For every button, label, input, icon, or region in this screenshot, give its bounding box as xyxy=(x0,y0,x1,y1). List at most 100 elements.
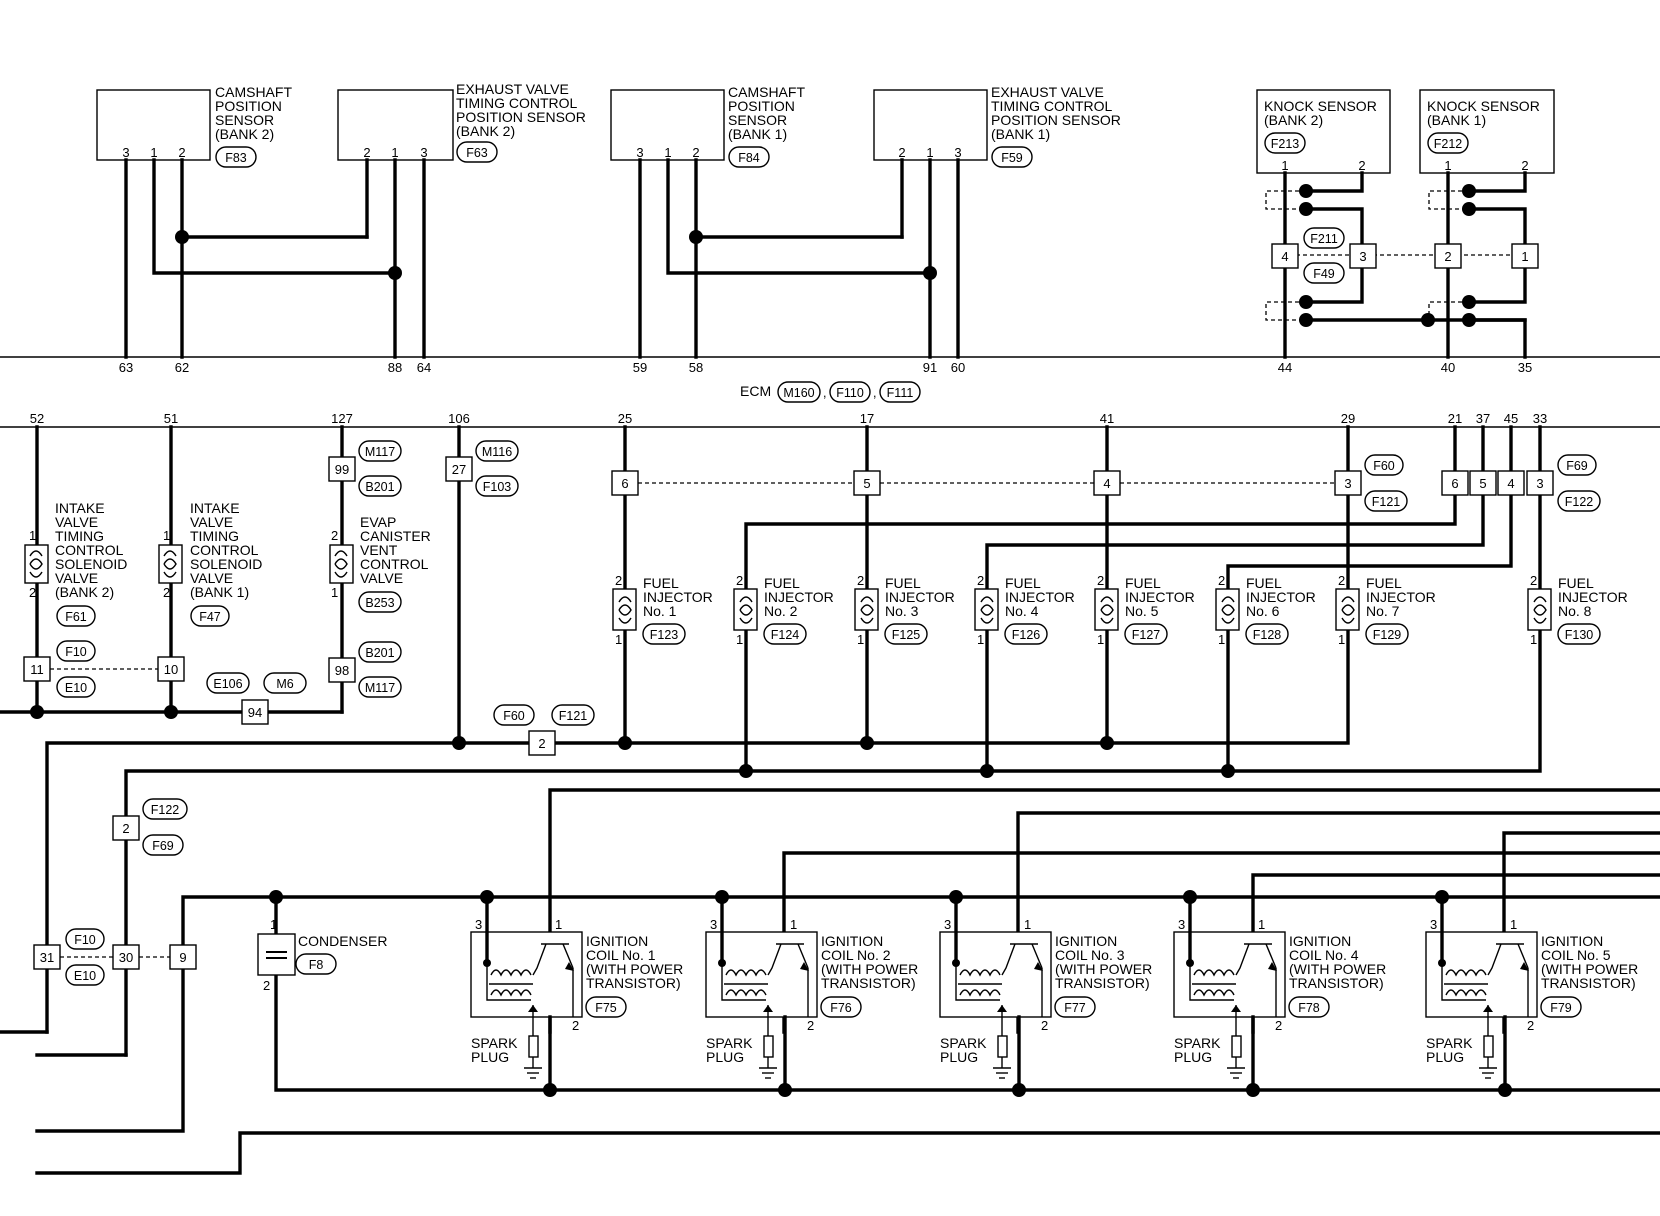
svg-text:F121: F121 xyxy=(1372,495,1401,509)
svg-text:F121: F121 xyxy=(559,709,588,723)
svg-text:CONTROL: CONTROL xyxy=(190,542,259,558)
evap-canister-vent-valve: 2 1 EVAP CANISTER VENT CONTROL VALVE B25… xyxy=(329,514,431,613)
svg-text:SENSOR: SENSOR xyxy=(215,112,274,128)
spark-plug-label: SPARK xyxy=(940,1035,987,1051)
transistor-arrow-icon xyxy=(1034,962,1043,971)
svg-text:58: 58 xyxy=(689,360,703,375)
coil-connector-badge xyxy=(1540,996,1582,1018)
coil-connector-label: F79 xyxy=(1550,1001,1572,1015)
coil-connector-badge xyxy=(585,996,627,1018)
svg-text:F8: F8 xyxy=(309,958,324,972)
injector-label-line: INJECTOR xyxy=(1005,589,1075,605)
svg-text:F84: F84 xyxy=(738,151,760,165)
svg-text:9: 9 xyxy=(179,950,186,965)
coil-label-line: (WITH POWER xyxy=(1541,961,1638,977)
primary-winding-icon xyxy=(490,969,532,977)
injector-coil-icon xyxy=(1221,596,1235,624)
injector-label-line: No. 4 xyxy=(1005,603,1039,619)
transistor-emitter xyxy=(1265,943,1277,969)
coil-junction-dot xyxy=(1183,890,1197,904)
svg-text:CONDENSER: CONDENSER xyxy=(298,933,387,949)
spark-plug-label: PLUG xyxy=(940,1049,978,1065)
svg-text:TIMING: TIMING xyxy=(55,528,104,544)
injector-label-line: FUEL xyxy=(643,575,679,591)
injector-label-line: INJECTOR xyxy=(1246,589,1316,605)
svg-text:1: 1 xyxy=(664,145,671,160)
camshaft-position-sensor-bank2: CAMSHAFT POSITION SENSOR (BANK 2) F83 3 … xyxy=(96,84,292,168)
coil-connector-label: F77 xyxy=(1064,1001,1086,1015)
svg-text:M6: M6 xyxy=(276,677,293,691)
injector-connector-label: F125 xyxy=(892,628,921,642)
injector-connector-label: F129 xyxy=(1373,628,1402,642)
spark-plug-icon xyxy=(763,1035,774,1058)
coil-label-line: TRANSISTOR) xyxy=(821,975,916,991)
svg-text:ECM: ECM xyxy=(740,383,771,399)
svg-text:1: 1 xyxy=(391,145,398,160)
secondary-winding-icon xyxy=(959,989,1001,997)
svg-text:59: 59 xyxy=(633,360,647,375)
svg-text:F69: F69 xyxy=(152,839,174,853)
coil-connector-badge xyxy=(1288,996,1330,1018)
svg-text:4: 4 xyxy=(1507,476,1514,491)
svg-text:5: 5 xyxy=(863,476,870,491)
svg-text:3: 3 xyxy=(122,145,129,160)
svg-text:B201: B201 xyxy=(365,646,394,660)
coil-label-line: IGNITION xyxy=(1055,933,1117,949)
svg-text:2: 2 xyxy=(1444,249,1451,264)
svg-text:SOLENOID: SOLENOID xyxy=(55,556,127,572)
svg-text:F61: F61 xyxy=(65,610,87,624)
coil-pin-3: 3 xyxy=(710,917,717,932)
svg-text:91: 91 xyxy=(923,360,937,375)
spark-plug-label: SPARK xyxy=(1174,1035,1221,1051)
svg-text:F211: F211 xyxy=(1310,232,1338,246)
svg-text:F83: F83 xyxy=(225,151,247,165)
injector-connector-label: F124 xyxy=(771,628,800,642)
svg-text:5: 5 xyxy=(1479,476,1486,491)
coil-label-line: (WITH POWER xyxy=(586,961,683,977)
svg-text:6: 6 xyxy=(1451,476,1458,491)
injector-label-line: No. 2 xyxy=(764,603,798,619)
svg-text:KNOCK SENSOR: KNOCK SENSOR xyxy=(1427,98,1540,114)
svg-text:B201: B201 xyxy=(365,480,394,494)
svg-text:62: 62 xyxy=(175,360,189,375)
svg-text:(BANK 1): (BANK 1) xyxy=(728,126,787,142)
spark-plug-label: PLUG xyxy=(1426,1049,1464,1065)
condenser: 1 2 CONDENSER F8 xyxy=(257,917,387,993)
injector-pin-bottom: 1 xyxy=(977,632,984,647)
svg-text:31: 31 xyxy=(40,950,54,965)
svg-text:F69: F69 xyxy=(1566,459,1588,473)
svg-text:45: 45 xyxy=(1504,411,1518,426)
svg-text:2: 2 xyxy=(331,528,338,543)
svg-text:2: 2 xyxy=(1358,158,1365,173)
coil-label-line: (WITH POWER xyxy=(1289,961,1386,977)
transistor-collector xyxy=(532,943,547,976)
coil-pin-2: 2 xyxy=(807,1018,814,1033)
svg-text:F59: F59 xyxy=(1001,151,1023,165)
coil-pin-2: 2 xyxy=(1527,1018,1534,1033)
spark-plug-icon xyxy=(1231,1035,1242,1058)
spark-plug-label: PLUG xyxy=(1174,1049,1212,1065)
coil-junction-dot xyxy=(715,890,729,904)
svg-text:3: 3 xyxy=(1359,249,1366,264)
coil-label-line: (WITH POWER xyxy=(821,961,918,977)
injector-pin-bottom: 1 xyxy=(736,632,743,647)
coil-connector-label: F75 xyxy=(595,1001,617,1015)
diode-icon xyxy=(997,1005,1007,1012)
svg-text:27: 27 xyxy=(452,462,466,477)
injector-connector-label: F130 xyxy=(1565,628,1594,642)
secondary-winding-icon xyxy=(725,989,767,997)
svg-text:63: 63 xyxy=(119,360,133,375)
svg-text:88: 88 xyxy=(388,360,402,375)
svg-text:EXHAUST VALVE: EXHAUST VALVE xyxy=(456,81,569,97)
svg-text:F111: F111 xyxy=(887,386,914,400)
injector-label-line: FUEL xyxy=(1366,575,1402,591)
svg-text:99: 99 xyxy=(335,462,349,477)
injector-connector-badge xyxy=(1124,623,1168,645)
injector-pin-bottom: 1 xyxy=(1218,632,1225,647)
coil-connector-badge xyxy=(820,996,862,1018)
